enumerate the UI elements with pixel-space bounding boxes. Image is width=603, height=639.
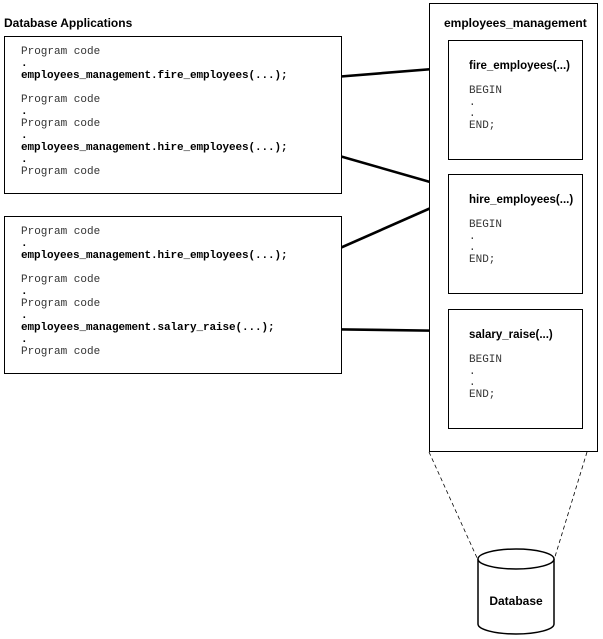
program-code-line: Program code (21, 346, 101, 358)
procedure-body-line: END; (469, 254, 496, 266)
procedure-call-line: employees_management.fire_employees(...)… (21, 70, 288, 82)
ellipsis-dot: . (469, 377, 476, 389)
ellipsis-dot: . (469, 231, 476, 243)
procedure-name: salary_raise(...) (469, 329, 553, 341)
package-title: employees_management (444, 16, 587, 30)
ellipsis-dot: . (469, 242, 476, 254)
procedure-body-line: BEGIN (469, 85, 503, 97)
ellipsis-dot: . (469, 97, 476, 109)
program-code-line: Program code (21, 166, 101, 178)
dashed-line-left (428, 451, 479, 561)
app-block-2: Program code.employees_management.hire_e… (4, 216, 342, 374)
app-block-1: Program code.employees_management.fire_e… (4, 36, 342, 194)
database-cylinder (477, 548, 555, 635)
procedure-call-line: employees_management.salary_raise(...); (21, 322, 275, 334)
program-code-line: Program code (21, 226, 101, 238)
program-code-line: Program code (21, 274, 101, 286)
ellipsis-dot: . (21, 58, 28, 70)
database-label: Database (489, 594, 543, 608)
ellipsis-dot: . (21, 286, 28, 298)
dashed-line-right (553, 451, 588, 561)
ellipsis-dot: . (21, 334, 28, 346)
program-code-line: Program code (21, 298, 101, 310)
procedure-call-line: employees_management.hire_employees(...)… (21, 142, 288, 154)
ellipsis-dot: . (21, 310, 28, 322)
ellipsis-dot: . (469, 108, 476, 120)
procedure-body-line: END; (469, 120, 496, 132)
program-code-line: Program code (21, 118, 101, 130)
procedure-name: fire_employees(...) (469, 60, 570, 72)
procedure-call-line: employees_management.hire_employees(...)… (21, 250, 288, 262)
procedure-name: hire_employees(...) (469, 194, 574, 206)
procedure-body-line: END; (469, 389, 496, 401)
program-code-line: Program code (21, 46, 101, 58)
procedure-fire-employees: fire_employees(...)BEGIN..END; (448, 40, 583, 160)
ellipsis-dot: . (21, 106, 28, 118)
procedure-salary-raise: salary_raise(...)BEGIN..END; (448, 309, 583, 429)
procedure-body-line: BEGIN (469, 354, 503, 366)
program-code-line: Program code (21, 94, 101, 106)
procedure-hire-employees: hire_employees(...)BEGIN..END; (448, 174, 583, 294)
ellipsis-dot: . (21, 238, 28, 250)
ellipsis-dot: . (21, 154, 28, 166)
app-title: Database Applications (4, 16, 133, 30)
procedure-body-line: BEGIN (469, 219, 503, 231)
ellipsis-dot: . (21, 130, 28, 142)
ellipsis-dot: . (469, 366, 476, 378)
